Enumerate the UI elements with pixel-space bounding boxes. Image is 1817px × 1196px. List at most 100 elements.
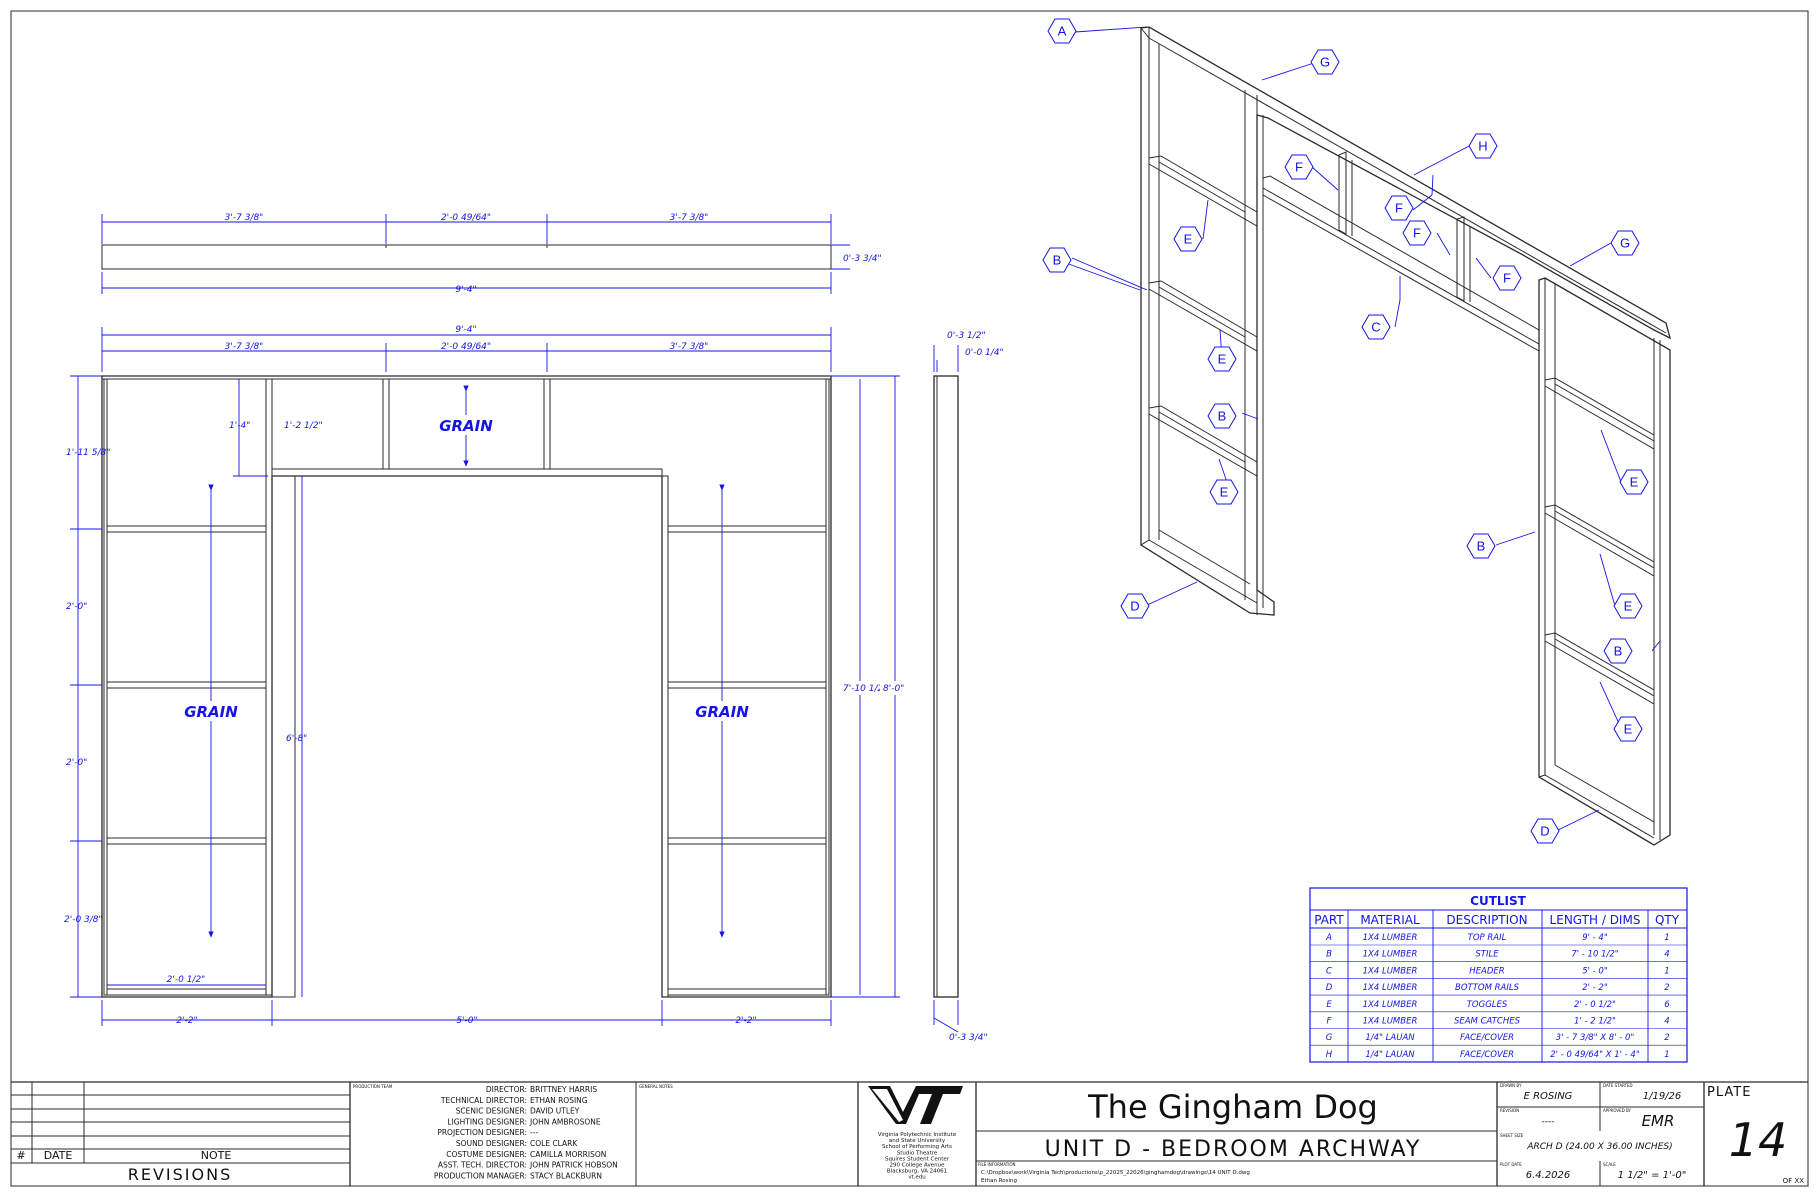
- show-title: The Gingham Dog: [1087, 1088, 1378, 1126]
- svg-text:F: F: [1413, 226, 1421, 241]
- cutlist-cell: H: [1326, 1050, 1333, 1060]
- drawing-title: UNIT D - BEDROOM ARCHWAY: [1045, 1137, 1422, 1162]
- sheet-border: [10, 10, 1809, 1187]
- header-dim: 1'-4": [229, 421, 250, 431]
- scale-label: SCALE: [1603, 1162, 1616, 1167]
- revisions-date-header: DATE: [44, 1149, 73, 1162]
- svg-text:D: D: [1130, 599, 1139, 614]
- production-team-label: PRODUCTION TEAM: [353, 1084, 393, 1089]
- cutlist-cell: FACE/COVER: [1460, 1050, 1514, 1060]
- front-dim-center: 2'-0 49/64": [441, 342, 491, 352]
- cutlist-cell: C: [1326, 966, 1332, 976]
- callout-E: E: [1207, 346, 1237, 372]
- date-started-label: DATE STARTED: [1603, 1083, 1633, 1088]
- front-dim-overall: 9'-4": [455, 325, 476, 335]
- svg-text:B: B: [1053, 253, 1062, 268]
- callout-D: D: [1530, 818, 1560, 844]
- team-name: DAVID UTLEY: [530, 1107, 580, 1116]
- callout-G: G: [1310, 49, 1340, 75]
- cutlist-cell: SEAM CATCHES: [1454, 1017, 1521, 1027]
- cutlist-cell: D: [1326, 983, 1333, 993]
- cutlist-header: PART: [1314, 913, 1344, 927]
- callout-F: F: [1284, 154, 1314, 180]
- drawn-by-label: DRAWN BY: [1500, 1083, 1522, 1088]
- svg-text:E: E: [1184, 232, 1193, 247]
- date-started-value: 1/19/26: [1643, 1091, 1682, 1102]
- toggle-dim: 2'-0 1/2": [167, 975, 206, 985]
- cutlist-cell: TOP RAIL: [1468, 933, 1507, 943]
- callout-A: A: [1047, 18, 1077, 44]
- front-dim-left: 3'-7 3/8": [225, 342, 264, 352]
- cutlist-cell: 1/4" LAUAN: [1365, 1050, 1415, 1060]
- cutlist-cell: STILE: [1475, 950, 1499, 960]
- cutlist-cell: 1X4 LUMBER: [1363, 966, 1418, 976]
- svg-text:F: F: [1503, 271, 1511, 286]
- institution-line: and State University: [889, 1138, 946, 1144]
- plot-date-label: PLOT DATE: [1500, 1162, 1522, 1167]
- header-dim-2: 1'-2 1/2": [284, 421, 323, 431]
- plate-number: 14: [1729, 1113, 1788, 1167]
- svg-text:E: E: [1624, 599, 1633, 614]
- cutlist-cell: 6: [1664, 1000, 1670, 1010]
- svg-text:F: F: [1295, 160, 1303, 175]
- institution-line: vt.edu: [908, 1175, 926, 1181]
- cutlist-cell: 4: [1664, 950, 1669, 960]
- callout-B: B: [1207, 403, 1237, 429]
- file-author: Ethan Rosing: [981, 1178, 1017, 1184]
- cutlist-cell: 1' - 2 1/2": [1574, 1017, 1616, 1027]
- cutlist-cell: 1X4 LUMBER: [1363, 950, 1418, 960]
- left-dim-3: 2'-0": [66, 758, 87, 768]
- front-elevation: 9'-4" 3'-7 3/8" 2'-0 49/64" 3'-7 3/8": [64, 325, 910, 1026]
- team-role: SCENIC DESIGNER:: [456, 1107, 527, 1116]
- side-view: 0'-3 1/2" 0'-0 1/4" 0'-3 3/4": [933, 331, 1004, 1043]
- approved-by-label: APPROVED BY: [1603, 1108, 1632, 1113]
- cutlist-row: B 1X4 LUMBER STILE 7' - 10 1/2" 4: [1326, 950, 1670, 960]
- cutlist-cell: G: [1326, 1033, 1333, 1043]
- top-dim-right: 3'-7 3/8": [670, 213, 709, 223]
- sheet-size-label: SHEET SIZE: [1500, 1133, 1524, 1138]
- callout-G: G: [1610, 230, 1640, 256]
- institution-line: Squires Student Center: [885, 1156, 950, 1162]
- team-role: TECHNICAL DIRECTOR:: [440, 1096, 527, 1105]
- top-dim-center: 2'-0 49/64": [441, 213, 491, 223]
- svg-text:E: E: [1630, 475, 1639, 490]
- opening-height-dim: 6'-8": [286, 734, 307, 744]
- vt-logo: [868, 1086, 963, 1124]
- svg-text:A: A: [1058, 24, 1067, 39]
- institution-line: Studio Theatre: [897, 1150, 938, 1156]
- callout-E: E: [1613, 716, 1643, 742]
- svg-text:B: B: [1218, 409, 1227, 424]
- revisions-label: REVISIONS: [128, 1165, 232, 1184]
- revisions-hash: #: [16, 1149, 25, 1162]
- cutlist-cell: 1X4 LUMBER: [1363, 983, 1418, 993]
- team-role: PROJECTION DESIGNER:: [437, 1128, 527, 1137]
- cutlist-cell: 7' - 10 1/2": [1571, 950, 1618, 960]
- cutlist-cell: 2: [1664, 983, 1669, 993]
- cutlist-cell: 1/4" LAUAN: [1365, 1033, 1415, 1043]
- svg-text:B: B: [1477, 539, 1486, 554]
- callout-E: E: [1209, 479, 1239, 505]
- cutlist-cell: B: [1326, 950, 1332, 960]
- general-notes-label: GENERAL NOTES: [639, 1084, 673, 1089]
- cutlist-cell: 2: [1664, 1033, 1669, 1043]
- grain-label-header: GRAIN: [439, 417, 493, 435]
- team-name: JOHN AMBROSONE: [529, 1117, 601, 1126]
- isometric-view: A G H F F F F G E B C E B E E B E B E D …: [1042, 18, 1671, 846]
- callout-B: B: [1042, 247, 1072, 273]
- grain-label-right: GRAIN: [695, 703, 749, 721]
- team-name: CAMILLA MORRISON: [530, 1150, 606, 1159]
- institution-line: Blacksburg, VA 24061: [887, 1169, 947, 1175]
- overall-height-dim: 8'-0": [883, 684, 904, 694]
- plot-date-value: 6.4.2026: [1526, 1170, 1571, 1181]
- callout-E: E: [1619, 469, 1649, 495]
